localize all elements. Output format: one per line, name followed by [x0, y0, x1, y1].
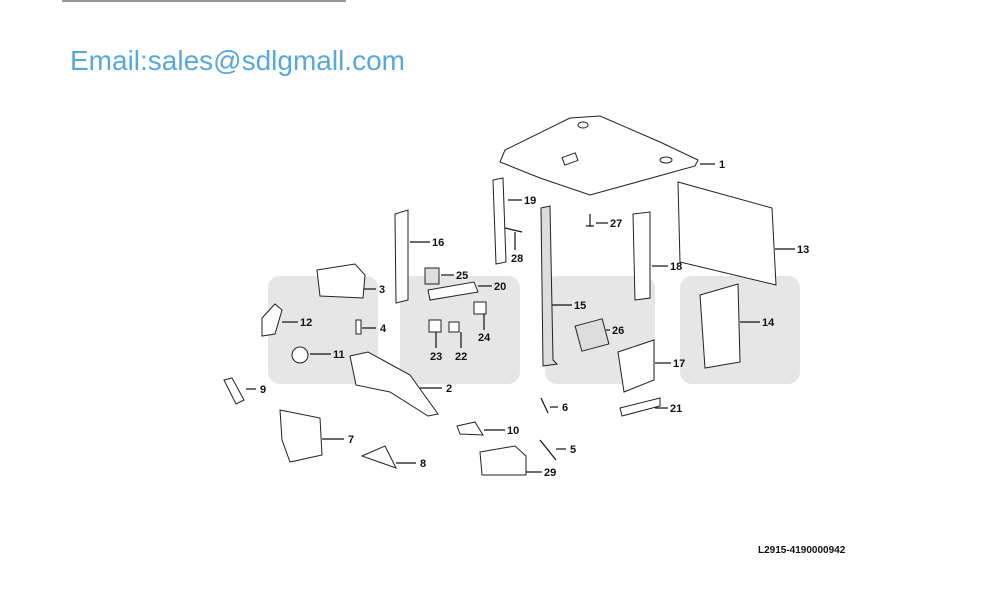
part-15-pillar	[540, 205, 559, 367]
part-8-cover	[360, 445, 398, 469]
callout-10: 10	[507, 425, 519, 437]
part-25-grille	[424, 267, 440, 285]
part-6-rod	[540, 397, 549, 414]
callout-16: 16	[432, 237, 444, 249]
callout-29: 29	[544, 467, 556, 479]
callout-15: 15	[574, 300, 586, 312]
callout-8: 8	[420, 458, 426, 470]
callout-13: 13	[797, 244, 809, 256]
callout-9: 9	[260, 384, 266, 396]
callout-7: 7	[348, 434, 354, 446]
part-20-bracket	[427, 281, 479, 301]
part-1-roof-panel	[499, 115, 699, 196]
callout-25: 25	[456, 270, 468, 282]
callout-1: 1	[719, 159, 725, 171]
part-13-rear-panel	[677, 181, 777, 286]
callout-20: 20	[494, 281, 506, 293]
callout-17: 17	[673, 358, 685, 370]
drawing-code: L2915-4190000942	[758, 545, 846, 556]
part-12-hose	[261, 303, 283, 337]
part-4-clip	[355, 319, 362, 335]
part-23-clip	[428, 319, 442, 333]
part-28-screw	[504, 227, 523, 233]
part-11-elbow	[291, 346, 309, 364]
callout-6: 6	[562, 402, 568, 414]
part-19-trim	[492, 177, 507, 265]
part-5-rod	[539, 439, 557, 461]
callout-24: 24	[478, 332, 491, 344]
callout-21: 21	[670, 403, 682, 415]
part-7-duct	[279, 409, 323, 463]
part-18-trim	[632, 211, 651, 301]
part-22-clip	[448, 321, 460, 333]
part-24-frame	[473, 301, 487, 315]
part-14-panel	[699, 283, 741, 369]
callout-12: 12	[300, 317, 312, 329]
part-21-strip	[619, 397, 661, 417]
email-watermark: Email:sales@sdlgmall.com	[70, 45, 405, 76]
part-17-plate	[617, 339, 655, 393]
part-29-cover	[479, 445, 527, 476]
part-16-trim	[394, 209, 409, 304]
part-26-mesh	[574, 318, 610, 352]
callout-14: 14	[762, 317, 775, 329]
leader-lines	[246, 163, 795, 473]
callout-27: 27	[610, 218, 622, 230]
callout-26: 26	[612, 325, 624, 337]
callout-22: 22	[455, 351, 467, 363]
callout-4: 4	[380, 323, 387, 335]
part-3-cover	[316, 263, 366, 299]
callout-11: 11	[333, 349, 345, 361]
callout-2: 2	[446, 383, 452, 395]
callout-5: 5	[570, 444, 576, 456]
callout-23: 23	[430, 351, 442, 363]
part-27-screw	[586, 214, 594, 227]
callout-19: 19	[524, 195, 536, 207]
callout-28: 28	[511, 253, 523, 265]
part-2-console	[349, 351, 439, 417]
part-9-hose	[223, 377, 245, 405]
part-10-cover	[456, 421, 484, 436]
callout-3: 3	[379, 284, 385, 296]
callout-18: 18	[670, 261, 682, 273]
